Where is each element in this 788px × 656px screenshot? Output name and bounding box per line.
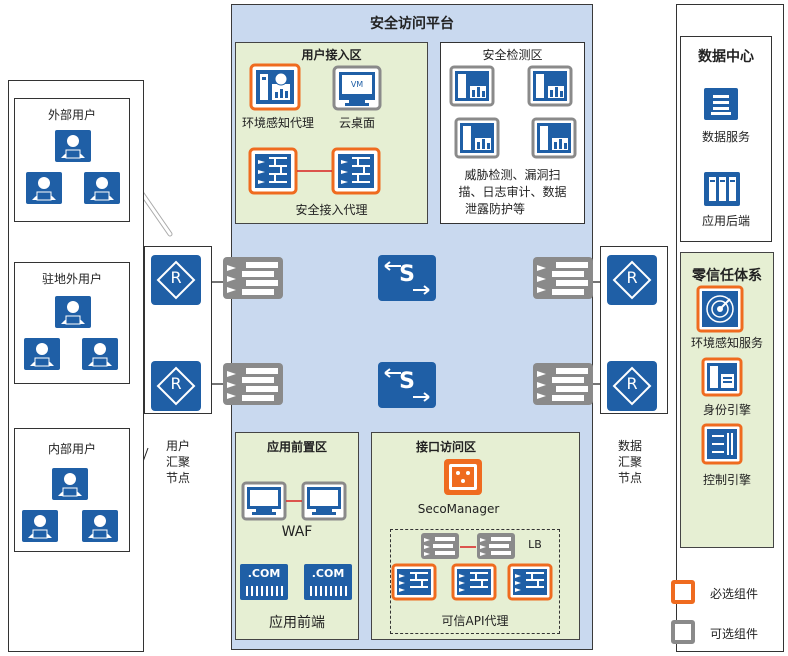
- waf-pc-icon-2: [301, 481, 347, 521]
- user-icon-int-3: [82, 510, 118, 542]
- zero-trust-title: 零信任体系: [692, 268, 762, 284]
- legend-required-swatch: [671, 580, 695, 604]
- router-icon-right-top: [606, 254, 658, 306]
- app-front-zone: [235, 432, 359, 640]
- access-proxy-label: 安全接入代理: [295, 203, 368, 217]
- router-symbol-rb: R: [626, 374, 638, 393]
- user-icon-ext-2: [26, 172, 62, 204]
- app-backend-icon: [704, 172, 740, 206]
- app-backend-label: 应用后端: [701, 214, 750, 228]
- firewall-icon-br: [532, 362, 594, 406]
- lb-icon-1: [420, 532, 460, 560]
- data-center-title: 数据中心: [698, 49, 754, 65]
- control-engine-label: 控制引擎: [702, 473, 751, 487]
- detect-desc-line1: 威胁检测、漏洞扫: [464, 168, 561, 182]
- firewall-icon-bl: [222, 362, 284, 406]
- identity-engine-icon: [701, 357, 743, 397]
- detect-server-icon-1: [449, 65, 495, 107]
- core-switch-icon-top: [377, 254, 437, 302]
- api-proxy-icon-2: [451, 563, 497, 601]
- lb-link: [460, 546, 476, 548]
- proxy-link: [297, 170, 332, 172]
- radar-icon: [696, 285, 744, 333]
- platform-title: 安全访问平台: [370, 16, 454, 32]
- access-proxy-icon-2: [331, 147, 381, 195]
- legend-optional-label: 可选组件: [710, 627, 759, 641]
- seco-manager-label: SecoManager: [417, 502, 500, 516]
- com-badge-2: .COM: [311, 567, 345, 580]
- access-proxy-icon-1: [248, 147, 298, 195]
- cloud-desktop-icon: [332, 65, 382, 111]
- user-icon-onsite-3: [82, 338, 118, 370]
- router-icon-right-bottom: [606, 360, 658, 412]
- core-switch-icon-bottom: [377, 361, 437, 409]
- detect-server-icon-2: [527, 65, 573, 107]
- user-access-title: 用户接入区: [301, 48, 362, 62]
- firewall-icon-tl: [222, 256, 284, 300]
- data-service-label: 数据服务: [701, 130, 750, 144]
- control-engine-icon: [701, 423, 743, 465]
- data-agg-node-label: 数据 汇聚 节点: [617, 439, 642, 485]
- data-center-box: [680, 36, 772, 242]
- app-front-title: 应用前置区: [266, 440, 327, 454]
- identity-engine-label: 身份引擎: [702, 403, 751, 417]
- user-icon-ext-1: [55, 130, 91, 162]
- api-access-title: 接口访问区: [415, 440, 476, 454]
- env-service-label: 环境感知服务: [690, 336, 763, 350]
- user-icon-int-1: [52, 468, 88, 500]
- user-agg-node-label: 用户 汇聚 节点: [165, 439, 190, 485]
- vm-badge: VM: [350, 80, 364, 89]
- detect-desc-line3: 泄露防护等: [464, 202, 525, 216]
- router-icon-left-bottom: [150, 360, 202, 412]
- data-service-icon: [704, 88, 738, 120]
- router-symbol-lb: R: [170, 374, 182, 393]
- switch-symbol-top: S: [399, 262, 415, 287]
- onsite-users-label: 驻地外用户: [41, 272, 102, 286]
- api-proxy-group: [390, 529, 560, 634]
- user-icon-onsite-2: [24, 338, 60, 370]
- front-end-label: 应用前端: [269, 615, 325, 631]
- security-detect-title: 安全检测区: [482, 48, 543, 62]
- internal-users-label: 内部用户: [47, 442, 96, 456]
- com-badge-1: .COM: [247, 567, 281, 580]
- api-proxy-icon-3: [507, 563, 553, 601]
- detect-desc-line2: 描、日志审计、数据: [458, 185, 567, 199]
- env-agent-icon: [249, 63, 301, 111]
- cloud-desktop-label: 云桌面: [338, 116, 375, 130]
- switch-symbol-bottom: S: [399, 369, 415, 394]
- api-proxy-icon-1: [391, 563, 437, 601]
- seco-manager-icon: [443, 458, 483, 496]
- lb-icon-2: [476, 532, 516, 560]
- external-users-label: 外部用户: [47, 108, 96, 122]
- env-agent-label: 环境感知代理: [241, 116, 314, 130]
- user-icon-ext-3: [84, 172, 120, 204]
- router-symbol-rt: R: [626, 268, 638, 287]
- detect-server-icon-4: [531, 117, 577, 159]
- user-icon-onsite-1: [55, 296, 91, 328]
- firewall-icon-tr: [532, 256, 594, 300]
- api-proxy-label: 可信API代理: [441, 614, 509, 628]
- waf-label: WAF: [281, 524, 313, 540]
- router-icon-left-top: [150, 254, 202, 306]
- router-symbol-lt: R: [170, 268, 182, 287]
- legend-required-label: 必选组件: [710, 587, 759, 601]
- com-server-icon-2: [304, 564, 352, 600]
- user-icon-int-2: [22, 510, 58, 542]
- com-server-icon-1: [240, 564, 288, 600]
- lb-label: LB: [528, 538, 542, 551]
- waf-pc-icon-1: [241, 481, 287, 521]
- waf-link: [286, 500, 302, 502]
- detect-server-icon-3: [454, 117, 500, 159]
- legend-optional-swatch: [671, 620, 695, 644]
